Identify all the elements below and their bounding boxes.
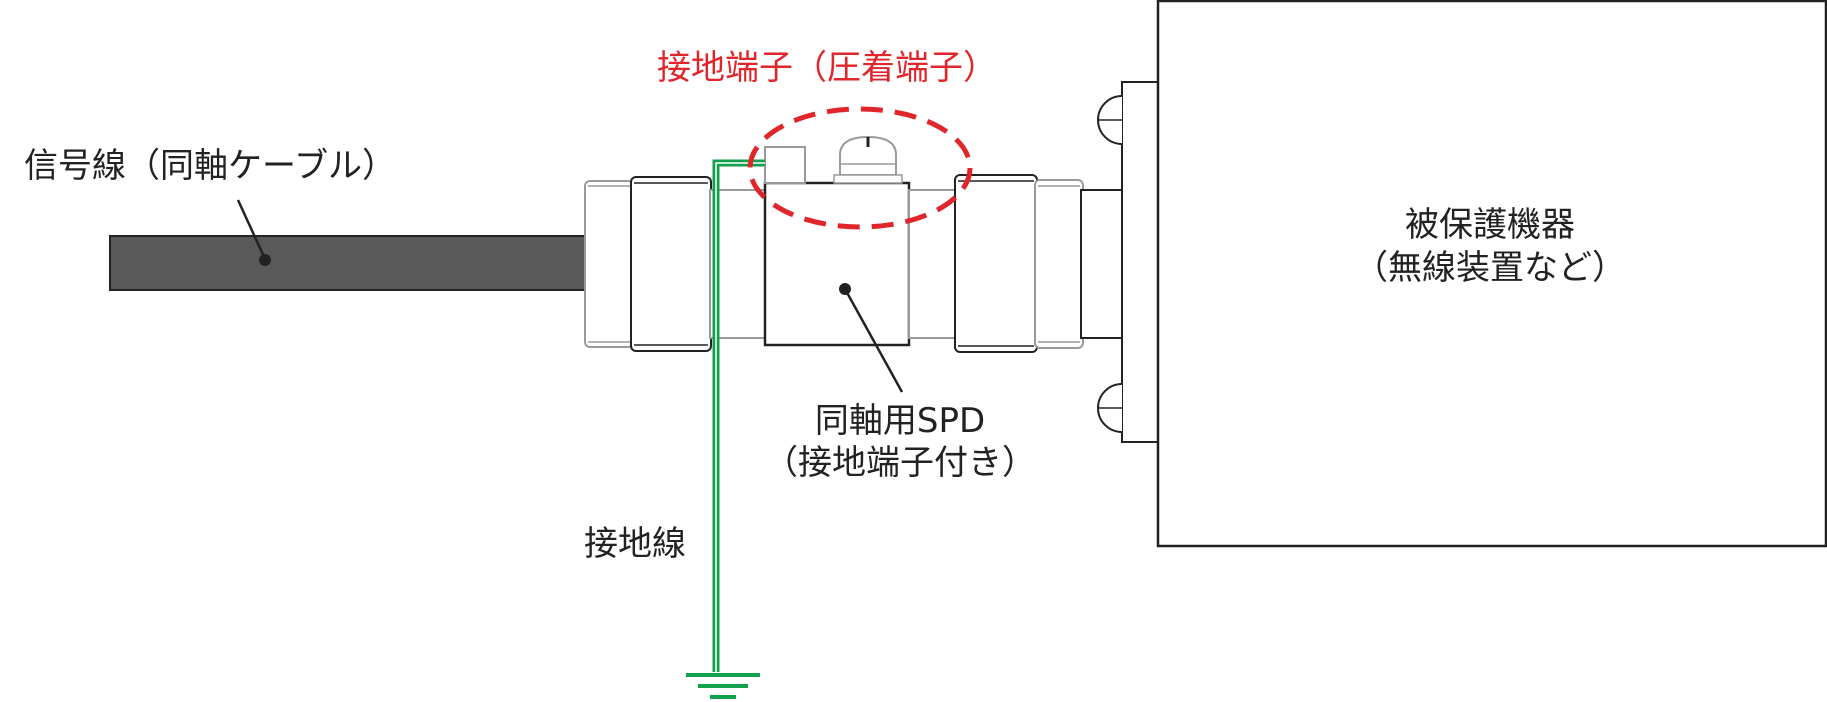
coaxial-spd-label-line2: （接地端子付き） — [764, 443, 1036, 483]
right-connector-neck — [908, 189, 956, 339]
protected-equipment-label-line2: （無線装置など） — [1354, 248, 1626, 288]
spd-leader — [843, 288, 904, 393]
ground-terminal-highlight — [747, 106, 973, 230]
signal-line-label: 信号線（同軸ケーブル） — [24, 146, 396, 186]
spd-body — [763, 181, 911, 347]
left-connector-sleeve — [584, 180, 634, 348]
ground-wire-label: 接地線 — [584, 524, 686, 564]
equipment-flange — [1121, 81, 1159, 443]
ground-terminal-tab — [764, 146, 806, 184]
signal-line-leader-dot — [259, 254, 271, 266]
equipment-jack — [1080, 189, 1124, 339]
spd-leader-dot — [839, 283, 851, 295]
ground-icon — [686, 673, 760, 699]
right-connector-sleeve — [1034, 179, 1084, 349]
left-connector-nut — [630, 176, 712, 352]
signal-line-leader — [236, 199, 267, 260]
ground-terminal-label: 接地端子（圧着端子） — [657, 48, 997, 88]
protected-equipment-box — [1156, 0, 1827, 548]
coaxial-cable — [109, 235, 591, 291]
right-connector-nut — [954, 174, 1038, 353]
coaxial-spd-label-line1: 同軸用SPD — [814, 401, 986, 441]
protected-equipment-label-line1: 被保護機器 — [1405, 205, 1575, 245]
